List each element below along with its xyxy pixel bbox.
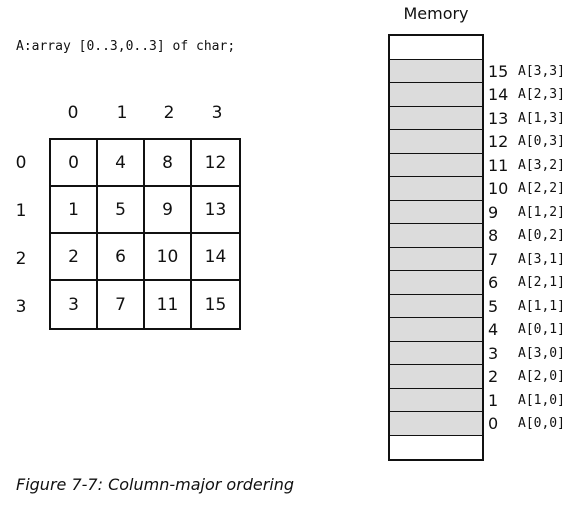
memory-slot-label: 14 A[2,3] [488, 83, 565, 107]
array-grid: 0 4 8 12 1 5 9 13 2 6 10 14 3 7 11 15 [49, 138, 241, 330]
memory-slot-label: 1 A[1,0] [488, 389, 565, 413]
memory-slot [390, 247, 482, 271]
memory-element: A[0,0] [518, 416, 565, 432]
memory-slot-label: 12 A[0,3] [488, 130, 565, 154]
memory-slot [390, 83, 482, 107]
memory-slot-label: 10 A[2,2] [488, 177, 565, 201]
memory-slot-label: 5 A[1,1] [488, 295, 565, 319]
memory-slot [390, 177, 482, 201]
memory-element: A[1,3] [518, 110, 565, 126]
memory-element: A[2,2] [518, 181, 565, 197]
memory-slot [390, 59, 482, 83]
memory-slot-label: 7 A[3,1] [488, 248, 565, 272]
row-header-0: 0 [15, 153, 27, 173]
memory-slot [390, 412, 482, 436]
memory-address: 6 [488, 273, 499, 293]
memory-block [388, 34, 484, 461]
column-header-2: 2 [163, 103, 175, 123]
memory-element: A[2,3] [518, 87, 565, 103]
memory-element: A[1,0] [518, 392, 565, 408]
memory-slot [390, 341, 482, 365]
grid-cell: 0 [51, 140, 98, 187]
memory-address: 2 [488, 367, 499, 387]
memory-address: 7 [488, 249, 499, 269]
memory-address: 14 [488, 85, 509, 105]
figure-caption: Figure 7-7: Column-major ordering [16, 475, 295, 494]
memory-slot-empty [390, 435, 482, 459]
memory-element: A[0,1] [518, 322, 565, 338]
row-header-2: 2 [15, 249, 27, 269]
grid-cell: 14 [192, 234, 239, 281]
column-header-1: 1 [116, 103, 128, 123]
memory-element: A[3,0] [518, 345, 565, 361]
memory-slot-label: 8 A[0,2] [488, 224, 565, 248]
memory-address: 4 [488, 320, 499, 340]
column-header-0: 0 [67, 103, 79, 123]
grid-cell: 2 [51, 234, 98, 281]
memory-slot [390, 271, 482, 295]
grid-cell: 3 [51, 281, 98, 328]
memory-address: 12 [488, 132, 509, 152]
memory-element: A[2,1] [518, 275, 565, 291]
memory-element: A[3,3] [518, 63, 565, 79]
memory-slot [390, 153, 482, 177]
memory-element: A[3,2] [518, 157, 565, 173]
memory-slot-label: 9 A[1,2] [488, 201, 565, 225]
memory-address: 1 [488, 390, 499, 410]
grid-cell: 7 [98, 281, 145, 328]
grid-cell: 1 [51, 187, 98, 234]
memory-slot [390, 365, 482, 389]
memory-slot [390, 318, 482, 342]
grid-cell: 11 [145, 281, 192, 328]
grid-cell: 13 [192, 187, 239, 234]
memory-slot-label: 13 A[1,3] [488, 107, 565, 131]
memory-slot [390, 130, 482, 154]
memory-slot-label: 4 A[0,1] [488, 318, 565, 342]
memory-element: A[1,1] [518, 298, 565, 314]
memory-address: 10 [488, 179, 509, 199]
memory-slot [390, 200, 482, 224]
memory-element: A[0,3] [518, 134, 565, 150]
memory-slot-label: 0 A[0,0] [488, 412, 565, 436]
memory-element: A[2,0] [518, 369, 565, 385]
memory-title: Memory [403, 4, 469, 23]
memory-slot-label: 6 A[2,1] [488, 271, 565, 295]
grid-cell: 4 [98, 140, 145, 187]
column-header-3: 3 [211, 103, 223, 123]
memory-address: 9 [488, 202, 499, 222]
memory-element: A[0,2] [518, 228, 565, 244]
memory-slot [390, 224, 482, 248]
memory-slot-label: 15 A[3,3] [488, 60, 565, 84]
memory-address: 11 [488, 155, 509, 175]
memory-slot-empty [390, 36, 482, 60]
grid-cell: 8 [145, 140, 192, 187]
memory-slot-label: 11 A[3,2] [488, 154, 565, 178]
row-header-1: 1 [15, 201, 27, 221]
memory-address: 15 [488, 61, 509, 81]
memory-element: A[3,1] [518, 251, 565, 267]
grid-cell: 9 [145, 187, 192, 234]
grid-cell: 6 [98, 234, 145, 281]
memory-address: 5 [488, 296, 499, 316]
memory-element: A[1,2] [518, 204, 565, 220]
row-header-3: 3 [15, 297, 27, 317]
array-declaration: A:array [0..3,0..3] of char; [16, 39, 236, 54]
memory-address: 13 [488, 108, 509, 128]
grid-cell: 5 [98, 187, 145, 234]
memory-address: 3 [488, 343, 499, 363]
memory-slot [390, 388, 482, 412]
memory-address: 0 [488, 414, 499, 434]
grid-cell: 15 [204, 294, 227, 315]
memory-slot [390, 106, 482, 130]
memory-address: 8 [488, 226, 499, 246]
grid-cell: 10 [145, 234, 192, 281]
memory-slot-label: 2 A[2,0] [488, 365, 565, 389]
grid-cell: 12 [192, 140, 239, 187]
memory-slot [390, 294, 482, 318]
memory-slot-label: 3 A[3,0] [488, 342, 565, 366]
